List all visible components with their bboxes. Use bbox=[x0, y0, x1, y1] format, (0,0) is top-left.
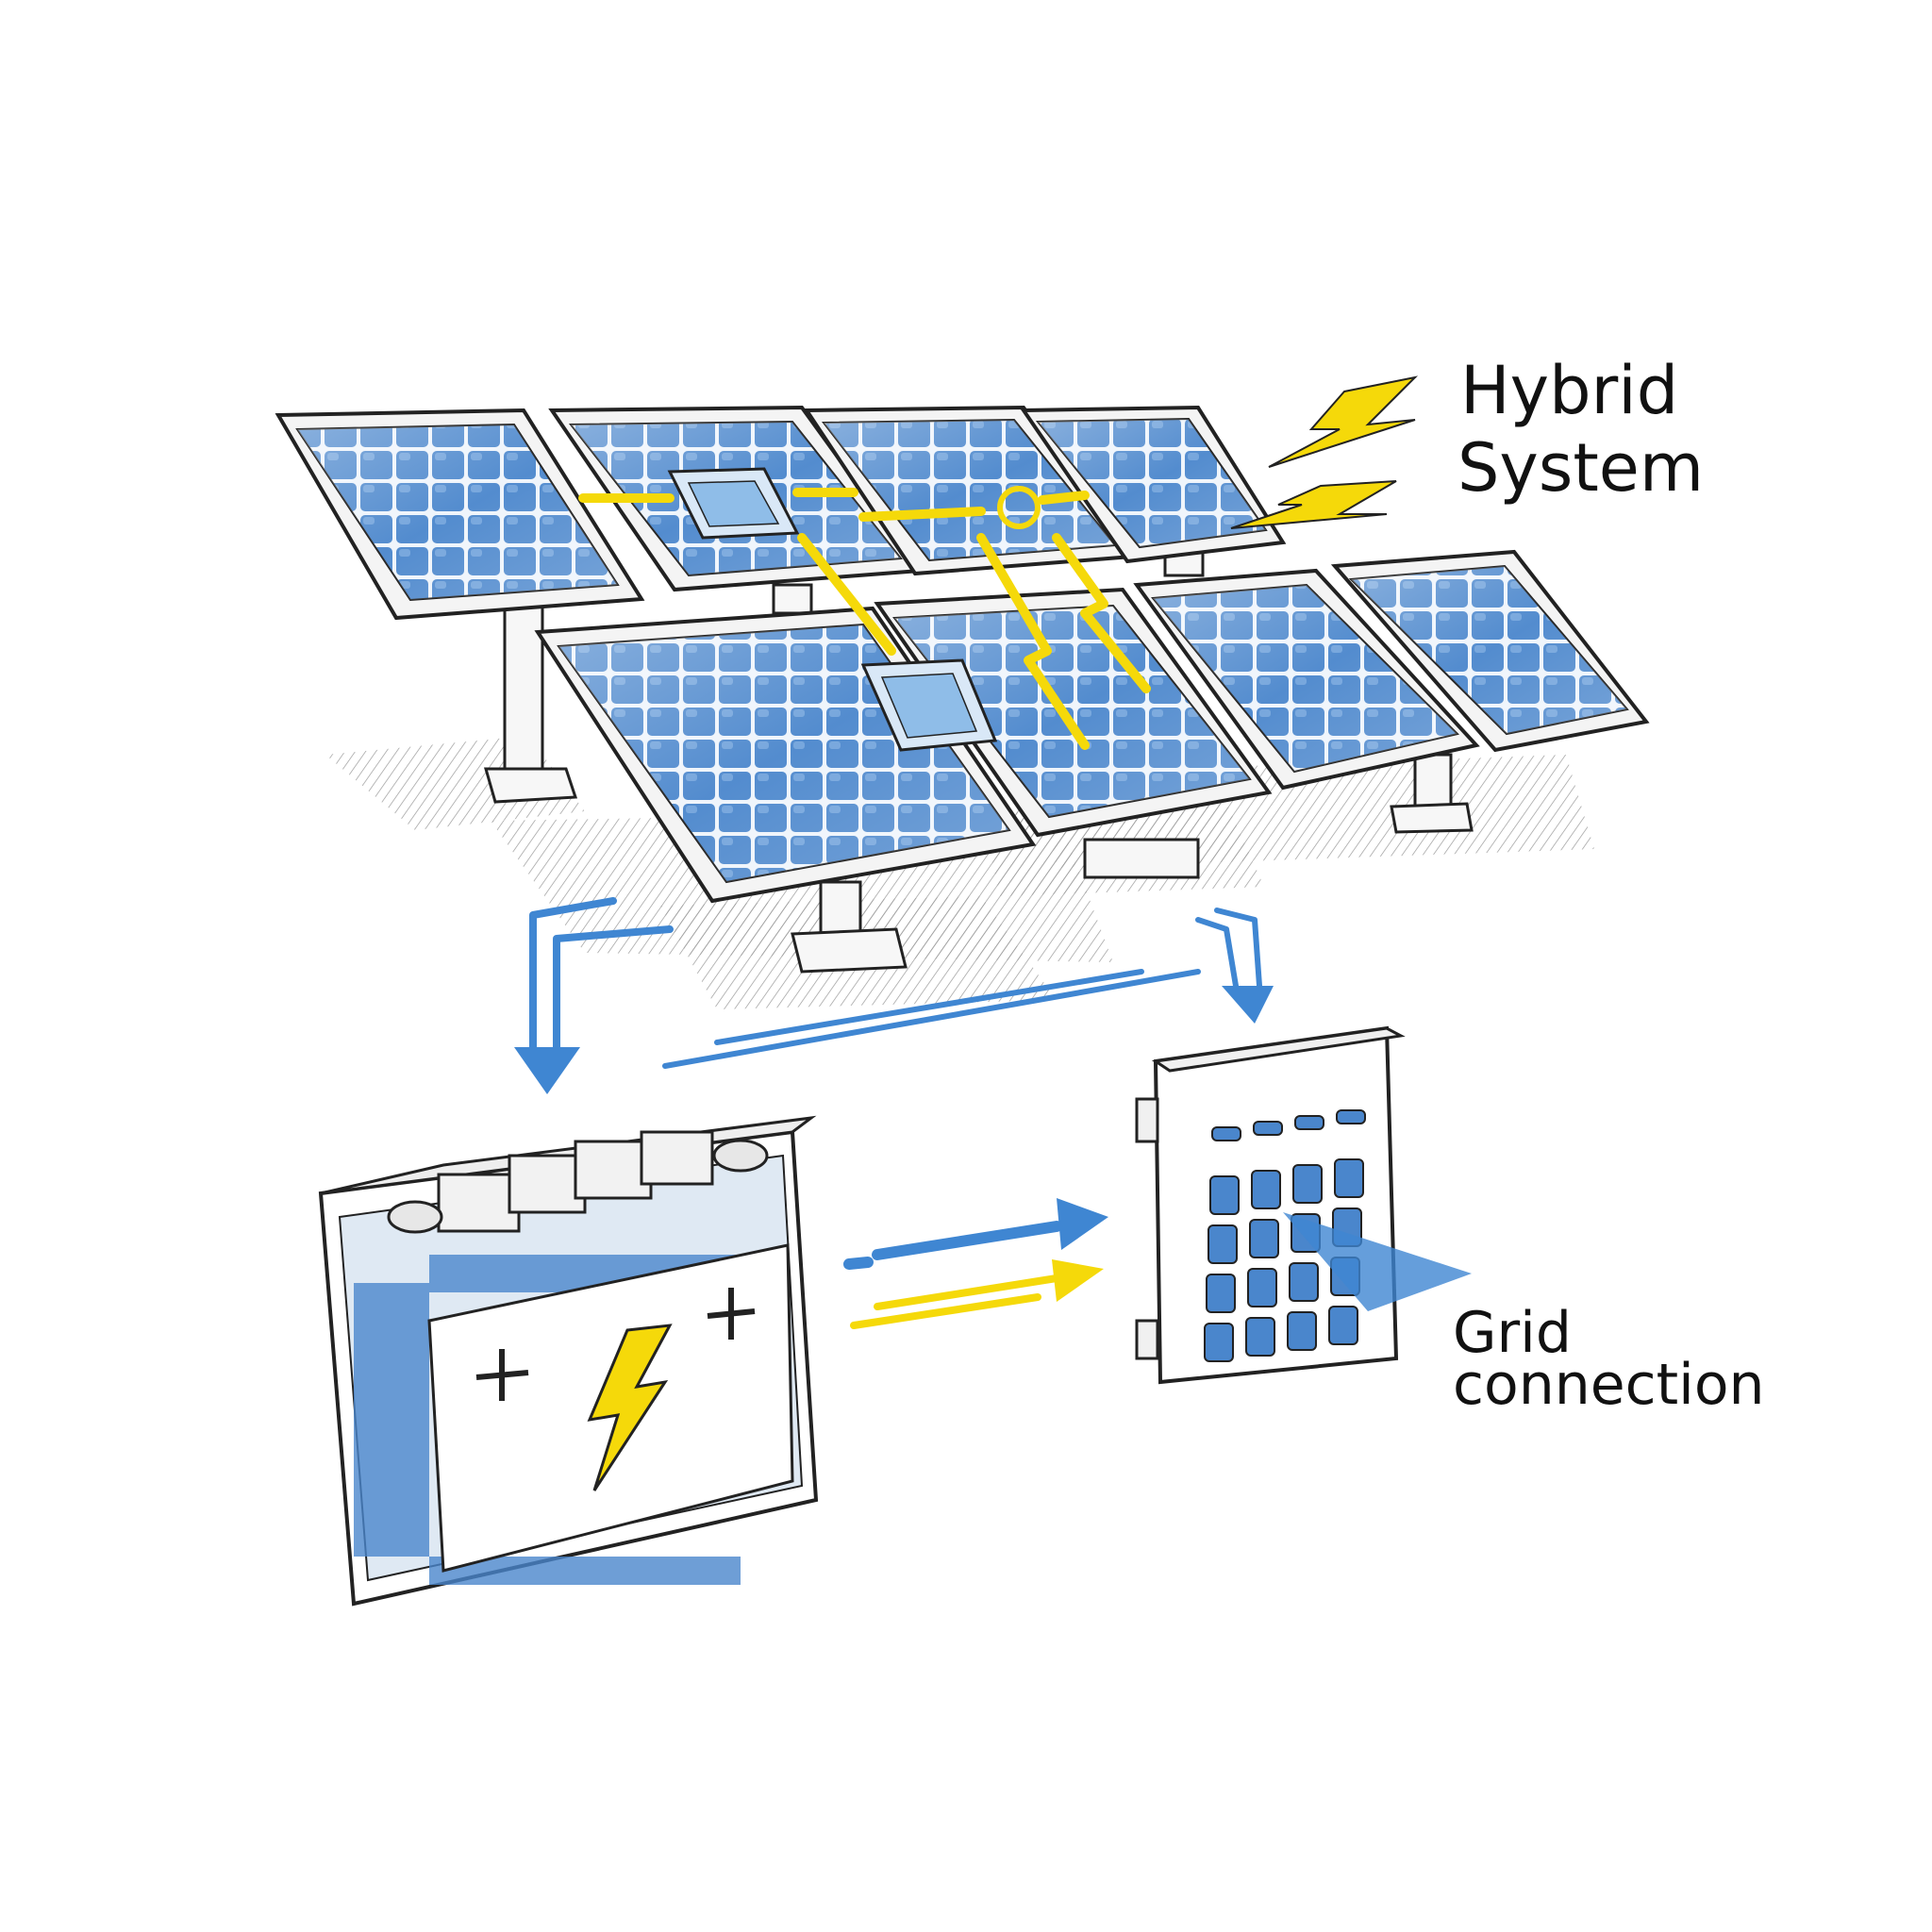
battery bbox=[318, 1115, 819, 1607]
grid-key bbox=[1289, 1262, 1319, 1302]
arrowhead-to-grid bbox=[1222, 986, 1274, 1024]
junction-box-upper bbox=[667, 467, 800, 540]
wiring-node bbox=[997, 486, 1041, 529]
solar-panel-front-4 bbox=[1330, 549, 1650, 753]
solar-panel-back-3 bbox=[803, 405, 1136, 576]
grid-key bbox=[1247, 1268, 1277, 1307]
solar-panel-back-1 bbox=[275, 408, 645, 621]
energy-wiring bbox=[578, 488, 1151, 750]
grid-key bbox=[1294, 1115, 1324, 1130]
battery-lightning-icon bbox=[587, 1324, 673, 1491]
label-grid-line1: Grid bbox=[1453, 1300, 1572, 1366]
grid-blue-beam bbox=[1283, 1212, 1472, 1311]
solar-panel-back-4 bbox=[1020, 405, 1287, 564]
plus-icon bbox=[475, 1288, 756, 1401]
grid-keypad bbox=[1204, 1109, 1366, 1362]
lightning-icon bbox=[1230, 375, 1419, 529]
junction-box-lower bbox=[860, 658, 998, 752]
grid-key bbox=[1334, 1158, 1364, 1198]
grid-key bbox=[1253, 1121, 1283, 1136]
grid-key bbox=[1328, 1306, 1358, 1345]
grid-key bbox=[1292, 1164, 1323, 1204]
grid-key bbox=[1209, 1175, 1240, 1215]
arrowhead-to-battery bbox=[514, 1047, 580, 1094]
flow-arrow-battery-to-grid bbox=[843, 1221, 1062, 1329]
grid-key bbox=[1287, 1311, 1317, 1351]
label-hybrid-line2: System bbox=[1457, 429, 1704, 507]
grid-key bbox=[1211, 1126, 1241, 1141]
solar-panel-front-3 bbox=[1133, 568, 1480, 791]
label-grid-line2: connection bbox=[1453, 1352, 1765, 1418]
grid-key bbox=[1208, 1224, 1238, 1264]
label-hybrid-line1: Hybrid bbox=[1460, 352, 1678, 429]
grid-key bbox=[1245, 1317, 1275, 1357]
arrowhead-yellow-to-grid bbox=[1052, 1259, 1104, 1302]
solar-panel-front-2 bbox=[874, 587, 1273, 838]
flow-arrow-to-grid bbox=[662, 908, 1262, 1069]
arrowhead-blue-to-grid bbox=[1057, 1198, 1108, 1250]
grid-key bbox=[1251, 1170, 1281, 1209]
grid-key bbox=[1249, 1219, 1279, 1258]
grid-key bbox=[1204, 1323, 1234, 1362]
grid-key bbox=[1336, 1109, 1366, 1124]
grid-key bbox=[1206, 1274, 1236, 1313]
flow-arrow-to-battery bbox=[529, 897, 674, 1060]
panel-supports bbox=[484, 550, 1474, 974]
